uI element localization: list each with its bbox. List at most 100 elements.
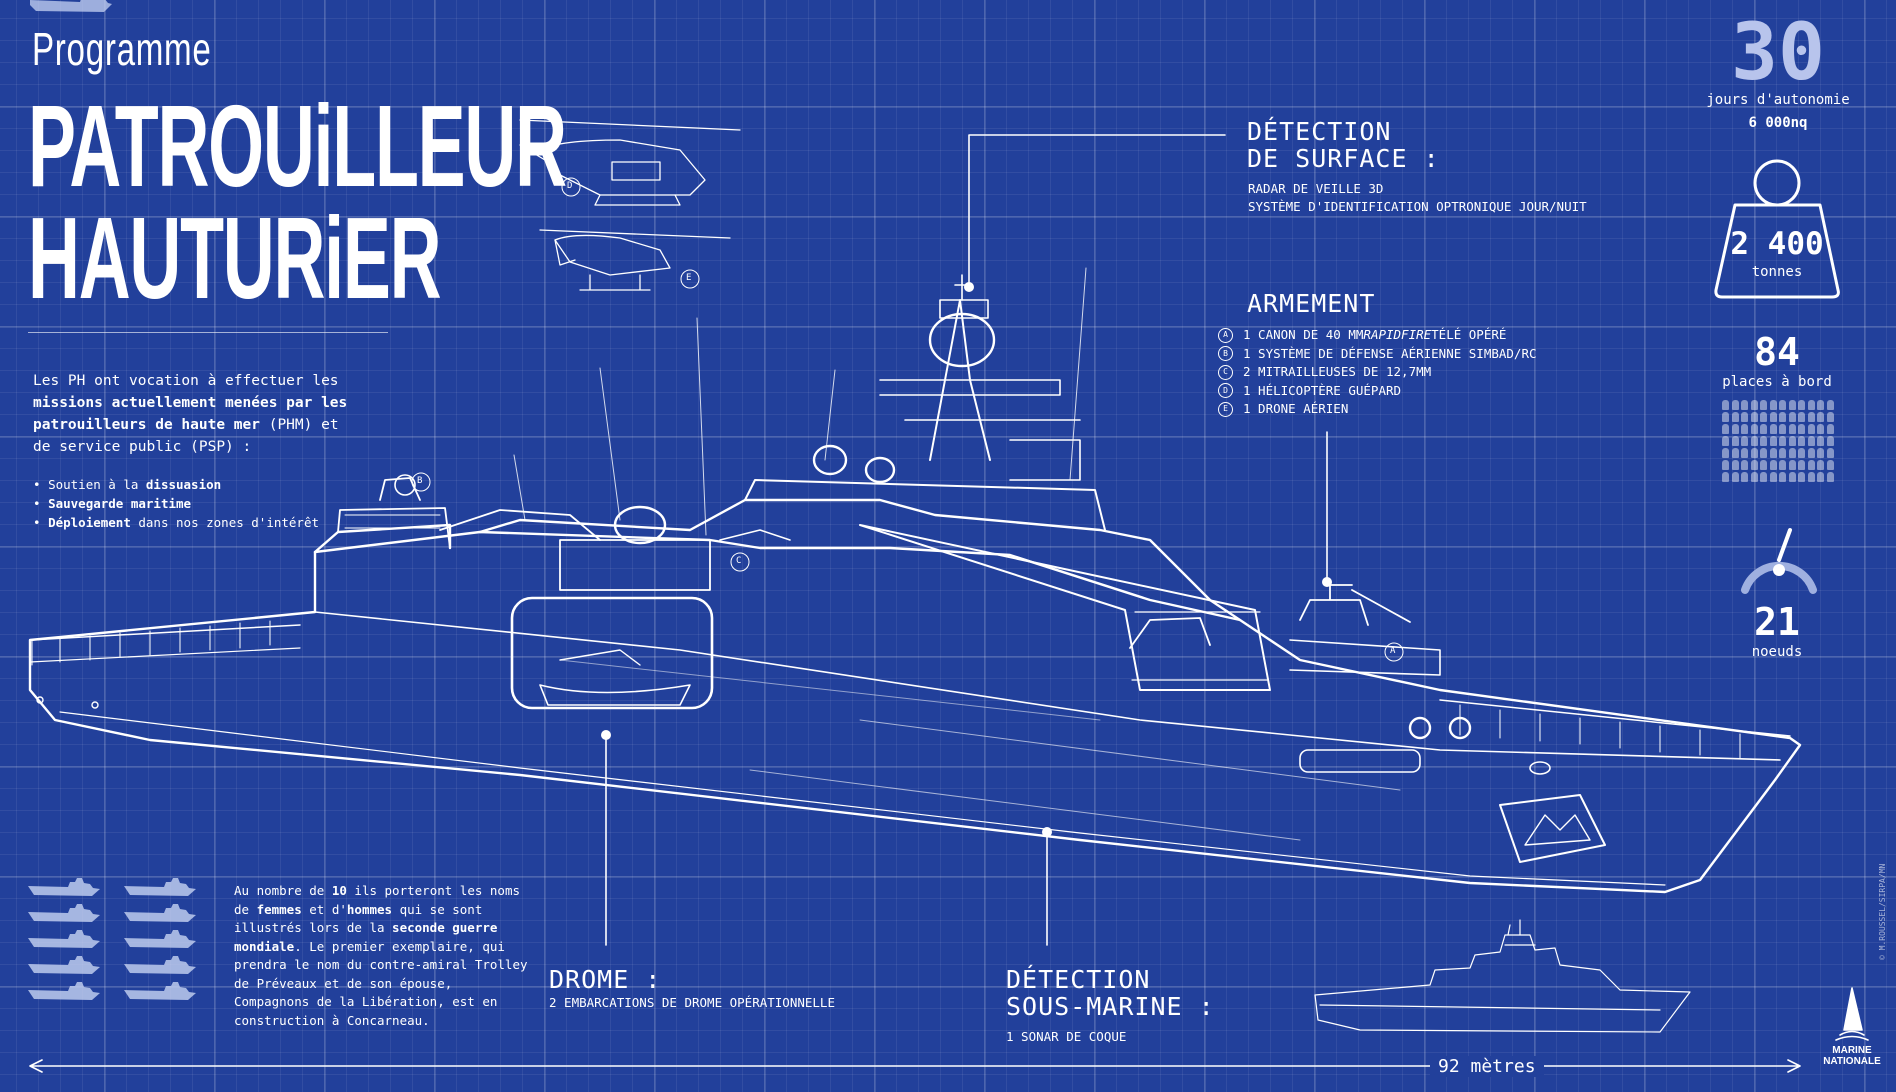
weight-value: 2 400 xyxy=(1730,226,1824,262)
crew-figure xyxy=(1798,448,1805,458)
crew-figure xyxy=(1769,412,1777,422)
crew-figure xyxy=(1731,412,1739,422)
length-label: 92 mètres xyxy=(1430,1056,1544,1077)
crew-figure xyxy=(1750,412,1758,422)
sonar-title: DÉTECTION SOUS-MARINE : xyxy=(1006,965,1215,1021)
intro-paragraph: Les PH ont vocation à effectuer les miss… xyxy=(33,370,353,458)
bow-emblem xyxy=(1499,794,1606,863)
intro-text-bold: missions actuellement menées par les pat… xyxy=(33,395,348,433)
autonomy-range: 6 000nq xyxy=(1748,115,1808,131)
crew-figure xyxy=(1731,472,1739,482)
badge-d: D xyxy=(1218,383,1233,399)
crew-figure xyxy=(1798,412,1805,422)
crew-figure xyxy=(1760,412,1767,422)
badge-b: B xyxy=(1218,346,1233,362)
crew-figure xyxy=(1731,400,1739,410)
fleet-ship-icon xyxy=(124,930,196,948)
badge-a: A xyxy=(1218,327,1233,343)
crew-figure xyxy=(1750,436,1758,446)
fleet-ship-icon xyxy=(28,956,100,974)
crew-figure xyxy=(1826,412,1834,422)
crew-figure xyxy=(1769,472,1777,482)
crew-figure xyxy=(1807,448,1815,458)
badge-d-label: D xyxy=(567,181,573,191)
places-label: places à bord xyxy=(1722,374,1832,390)
crew-figure xyxy=(1817,424,1824,434)
crew-figure xyxy=(1741,424,1748,434)
surface-detection-list: RADAR DE VEILLE 3D SYSTÈME D'IDENTIFICAT… xyxy=(1248,181,1587,214)
crew-figure xyxy=(1731,448,1739,458)
crew-figure xyxy=(1826,400,1834,410)
drome-body: 2 EMBARCATIONS DE DROME OPÉRATIONNELLE xyxy=(549,995,835,1010)
crew-figure xyxy=(1750,424,1758,434)
crew-figure xyxy=(1760,448,1767,458)
profile-silhouette xyxy=(1314,919,1691,1033)
crew-figure xyxy=(1826,460,1834,470)
crew-figure xyxy=(1817,472,1824,482)
marine-nationale-wordmark: MARINE NATIONALE xyxy=(1823,1045,1881,1067)
crew-figure xyxy=(1741,412,1748,422)
armament-title: ARMEMENT xyxy=(1247,289,1376,318)
crew-figure xyxy=(1741,460,1748,470)
fleet-ship-icon xyxy=(28,982,100,1000)
crew-figure xyxy=(1722,472,1729,482)
fleet-text-run: seconde guerre mondiale xyxy=(234,920,498,954)
crew-figure xyxy=(1817,400,1824,410)
crew-figure xyxy=(1769,448,1777,458)
hull-outline xyxy=(28,530,1802,894)
mission-item: Sauvegarde maritime xyxy=(33,494,319,513)
crew-figure xyxy=(1788,460,1796,470)
title-divider xyxy=(28,332,388,333)
badge-a-label: A xyxy=(1390,646,1396,656)
crew-figure xyxy=(1788,424,1796,434)
crew-figure xyxy=(1788,448,1796,458)
crew-figure xyxy=(1741,472,1748,482)
crew-figure xyxy=(1760,436,1767,446)
crew-figure xyxy=(1798,436,1805,446)
crew-figure xyxy=(1798,472,1805,482)
crew-figure xyxy=(1798,460,1805,470)
fleet-ship-icon xyxy=(28,904,100,922)
fleet-text-run: qui se sont illustrés lors de la xyxy=(234,901,483,936)
crew-figure xyxy=(1722,412,1729,422)
badge-b-label: B xyxy=(417,476,423,486)
surface-leader xyxy=(968,134,1226,288)
fleet-icons xyxy=(30,0,112,12)
page-title-line2: HAUTURiER xyxy=(28,193,442,323)
programme-overline: Programme xyxy=(32,23,212,75)
drone-diagram xyxy=(539,229,731,291)
intro-text-1: Les PH ont vocation à effectuer les xyxy=(33,373,339,389)
crew-figure xyxy=(1826,424,1834,434)
crew-figure xyxy=(1807,412,1815,422)
fleet-text-run: Au nombre de xyxy=(234,883,332,898)
badge-e: E xyxy=(1218,401,1233,417)
fleet-ship-icon xyxy=(28,930,100,948)
crew-figure xyxy=(1722,400,1729,410)
boat-bay xyxy=(510,596,714,710)
mission-list: Soutien à la dissuasion Sauvegarde marit… xyxy=(33,475,319,532)
crew-figure xyxy=(1741,436,1748,446)
fleet-text-run: femmes xyxy=(256,901,302,917)
crew-figure xyxy=(1779,412,1786,422)
crew-figure xyxy=(1750,400,1758,410)
fleet-ship-icon xyxy=(124,982,196,1000)
crew-figure xyxy=(1788,412,1796,422)
crew-figure xyxy=(1798,424,1805,434)
crew-pictogram xyxy=(1722,400,1836,510)
crew-figure xyxy=(1750,460,1758,470)
crew-figure xyxy=(1750,472,1758,482)
crew-figure xyxy=(1722,424,1729,434)
crew-figure xyxy=(1741,448,1748,458)
sonar-body: 1 SONAR DE COQUE xyxy=(1006,1029,1127,1044)
crew-figure xyxy=(1798,400,1805,410)
fleet-ship-icon xyxy=(124,956,196,974)
hull-rail xyxy=(29,624,301,641)
autonomy-value: 30 xyxy=(1731,8,1825,98)
crew-figure xyxy=(1769,400,1777,410)
